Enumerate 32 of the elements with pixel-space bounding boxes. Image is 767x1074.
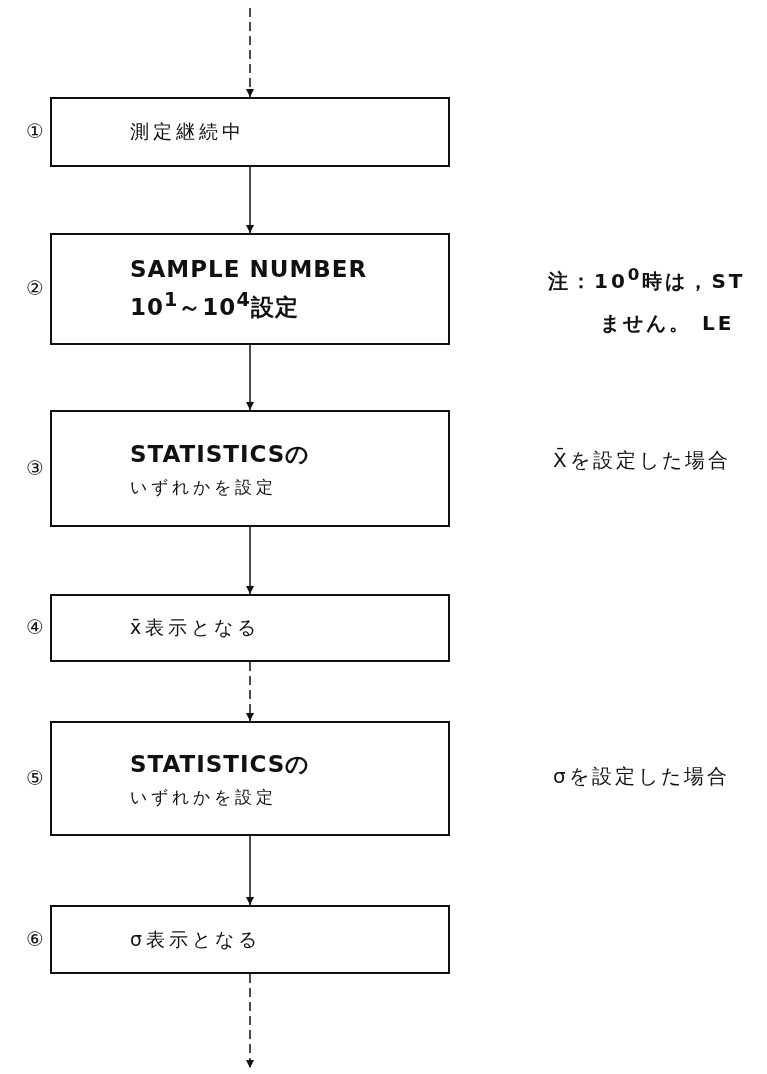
note-text: ません。 LE — [600, 310, 735, 337]
arrow — [246, 7, 254, 98]
arrow — [246, 973, 254, 1069]
box-text: 10$^{1}$～10$^{4}$設定 — [130, 287, 300, 322]
box-text: STATISTICSの — [130, 749, 312, 779]
arrow — [246, 526, 254, 595]
step-number: ⑤ — [25, 765, 45, 790]
step-number: ③ — [25, 455, 45, 480]
step-number: ⑥ — [25, 926, 45, 951]
arrow — [246, 661, 254, 722]
process-box — [50, 594, 450, 662]
process-box — [50, 97, 450, 167]
process-box — [50, 233, 450, 345]
process-box — [50, 721, 450, 836]
process-box — [50, 905, 450, 974]
step-number: ② — [25, 276, 45, 300]
box-text: σ表示となる — [130, 926, 263, 952]
step-number: ① — [25, 119, 45, 143]
box-text: いずれかを設定 — [130, 475, 278, 499]
box-text: いずれかを設定 — [130, 785, 278, 809]
arrow — [246, 835, 254, 906]
box-text: x̄表示となる — [130, 615, 262, 640]
arrow — [246, 166, 254, 234]
arrow — [246, 344, 254, 411]
step-number: ④ — [25, 615, 45, 639]
note-text: 注：10$^{0}$時は，ST — [548, 265, 746, 295]
note-text: σを設定した場合 — [553, 763, 730, 790]
process-box — [50, 410, 450, 527]
box-text: 測定継続中 — [130, 119, 246, 144]
box-text: STATISTICSの — [130, 439, 312, 469]
box-text: SAMPLE NUMBER — [130, 255, 369, 282]
note-text: X̄を設定した場合 — [553, 447, 731, 474]
